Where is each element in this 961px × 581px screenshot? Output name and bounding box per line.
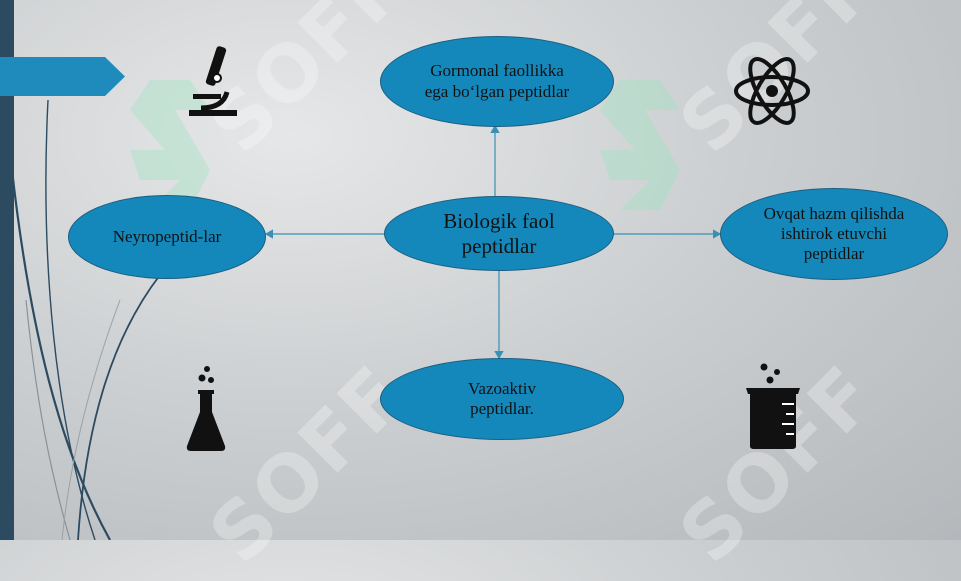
node-bottom: Vazoaktiv peptidlar.	[380, 358, 624, 440]
node-center-label: Biologik faol peptidlar	[443, 208, 555, 258]
node-top-label: Gormonal faollikka ega bo‘lgan peptidlar	[424, 61, 570, 101]
node-right: Ovqat hazm qilishda ishtirok etuvchi pep…	[720, 188, 948, 280]
node-top: Gormonal faollikka ega bo‘lgan peptidlar	[380, 36, 614, 127]
left-sidebar-bar	[0, 0, 14, 540]
node-right-label: Ovqat hazm qilishda ishtirok etuvchi pep…	[763, 203, 905, 264]
node-left-label: Neyropeptid-lar	[112, 226, 222, 246]
arrow-tab	[0, 57, 125, 96]
connectors	[264, 124, 722, 360]
node-center: Biologik faol peptidlar	[384, 196, 614, 271]
background-decoration	[10, 99, 161, 540]
beaker-icon	[746, 363, 800, 449]
microscope-icon	[189, 46, 237, 116]
node-left: Neyropeptid-lar	[68, 195, 266, 279]
flask-icon	[186, 366, 226, 451]
node-bottom-label: Vazoaktiv peptidlar.	[468, 378, 536, 418]
atom-icon	[734, 57, 810, 125]
